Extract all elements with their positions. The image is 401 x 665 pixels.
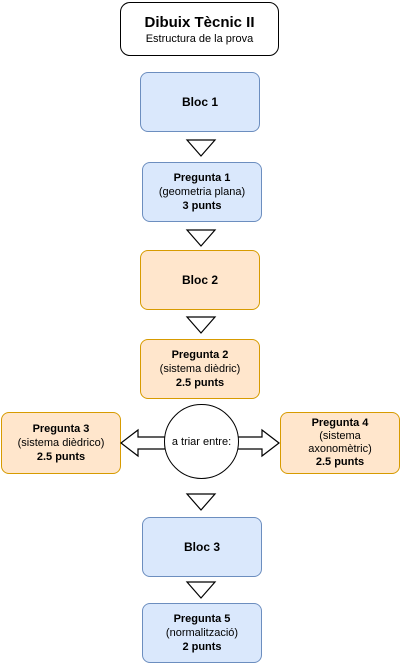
pregunta-4-points: 2.5 punts	[315, 456, 365, 468]
left-block-arrow	[120, 428, 166, 458]
bloc-1-box: Bloc 1	[140, 72, 260, 132]
pregunta-2-box: Pregunta 2 (sistema dièdric) 2.5 punts	[140, 339, 260, 399]
pregunta-1-box: Pregunta 1 (geometria plana) 3 punts	[142, 162, 262, 222]
pregunta-5-box: Pregunta 5 (normalització) 2 punts	[142, 603, 262, 663]
pregunta-3-box: Pregunta 3 (sistema dièdrico) 2.5 punts	[1, 412, 121, 474]
bloc-3-box: Bloc 3	[142, 517, 262, 577]
bloc-2-label: Bloc 2	[181, 273, 218, 287]
pregunta-4-box: Pregunta 4 (sistema axonomètric) 2.5 pun…	[280, 412, 400, 474]
bloc-1-label: Bloc 1	[181, 95, 218, 109]
diagram-subtitle: Estructura de la prova	[145, 32, 254, 45]
pregunta-2-points: 2.5 punts	[175, 377, 225, 389]
down-arrow-2	[185, 229, 217, 247]
down-arrow-3	[185, 316, 217, 334]
pregunta-5-title: Pregunta 5	[173, 613, 231, 625]
pregunta-3-title: Pregunta 3	[32, 423, 90, 435]
pregunta-1-title: Pregunta 1	[173, 172, 231, 184]
pregunta-5-points: 2 punts	[182, 641, 222, 653]
pregunta-4-topic: (sistema axonomètric)	[308, 430, 372, 455]
title-box: Dibuix Tècnic II Estructura de la prova	[120, 2, 279, 56]
bloc-3-label: Bloc 3	[183, 540, 220, 554]
pregunta-4-title: Pregunta 4	[311, 417, 369, 429]
pregunta-1-topic: (geometria plana)	[158, 186, 246, 198]
choice-circle: a triar entre:	[164, 404, 239, 479]
pregunta-2-topic: (sistema dièdric)	[159, 363, 241, 375]
down-arrow-4	[185, 493, 217, 511]
pregunta-3-points: 2.5 punts	[36, 451, 86, 463]
bloc-2-box: Bloc 2	[140, 250, 260, 310]
pregunta-2-title: Pregunta 2	[171, 349, 229, 361]
pregunta-3-topic: (sistema dièdrico)	[17, 437, 105, 449]
choice-label: a triar entre:	[171, 435, 232, 448]
down-arrow-5	[185, 581, 217, 599]
down-arrow-1	[185, 139, 217, 157]
right-block-arrow	[236, 428, 280, 458]
diagram-title: Dibuix Tècnic II	[144, 13, 255, 31]
pregunta-1-points: 3 punts	[182, 200, 222, 212]
pregunta-5-topic: (normalització)	[165, 627, 239, 639]
